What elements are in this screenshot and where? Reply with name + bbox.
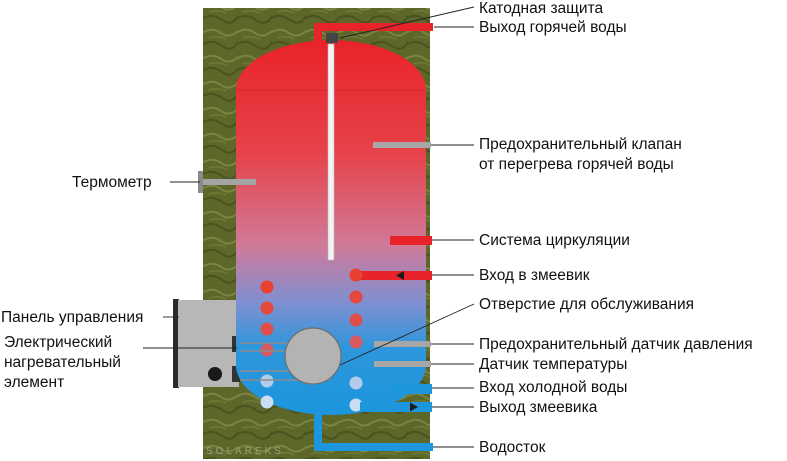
label-temperature-sensor: Датчик температуры xyxy=(479,356,628,373)
relief-valve-pipe xyxy=(373,142,431,148)
label-control-panel: Панель управления xyxy=(1,309,144,326)
label-safety-valve-1: Предохранительный клапан xyxy=(479,136,682,153)
label-hot-water-outlet: Выход горячей воды xyxy=(479,19,627,36)
callout-lines xyxy=(143,6,475,448)
coil-inlet-pipe xyxy=(354,271,432,280)
anode-rod xyxy=(327,43,335,261)
label-heater-3: элемент xyxy=(4,374,65,391)
cathode-cap xyxy=(326,33,338,43)
service-flange xyxy=(284,327,342,385)
brand-logo: SOLAREKS xyxy=(206,446,284,457)
label-circulation: Система циркуляции xyxy=(479,232,630,249)
label-heater-2: нагревательный xyxy=(4,354,121,371)
thermometer-probe xyxy=(203,179,256,185)
cold-water-inlet-pipe xyxy=(390,384,432,394)
label-pressure-sensor: Предохранительный датчик давления xyxy=(479,336,753,353)
label-cathodic-protection: Катодная защита xyxy=(479,0,604,17)
label-drain: Водосток xyxy=(479,439,546,456)
label-service-opening: Отверстие для обслуживания xyxy=(479,296,695,313)
label-safety-valve-2: от перегрева горячей воды xyxy=(479,156,674,173)
label-coil-inlet: Вход в змеевик xyxy=(479,267,590,284)
thermometer-flange xyxy=(198,171,203,193)
sensor-terminal xyxy=(232,366,240,382)
temperature-sensor-pipe xyxy=(374,361,431,367)
label-cold-water-inlet: Вход холодной воды xyxy=(479,379,628,396)
coil-outlet-pipe xyxy=(360,402,432,412)
coil-turns-right xyxy=(349,268,363,412)
control-panel-bezel xyxy=(173,299,179,388)
coil-turns-left xyxy=(260,280,274,409)
coil-inlet-arrow-icon xyxy=(396,271,404,280)
hot-water-outlet-pipe xyxy=(314,23,433,44)
label-heater-1: Электрический xyxy=(4,334,113,351)
control-knob-icon xyxy=(208,367,222,381)
label-thermometer: Термометр xyxy=(72,174,152,191)
coil-outlet-arrow-icon xyxy=(410,402,418,412)
drain-pipe xyxy=(314,412,433,451)
circulation-pipe xyxy=(390,236,432,245)
pressure-sensor-pipe xyxy=(374,341,431,347)
label-coil-outlet: Выход змеевика xyxy=(479,399,598,416)
